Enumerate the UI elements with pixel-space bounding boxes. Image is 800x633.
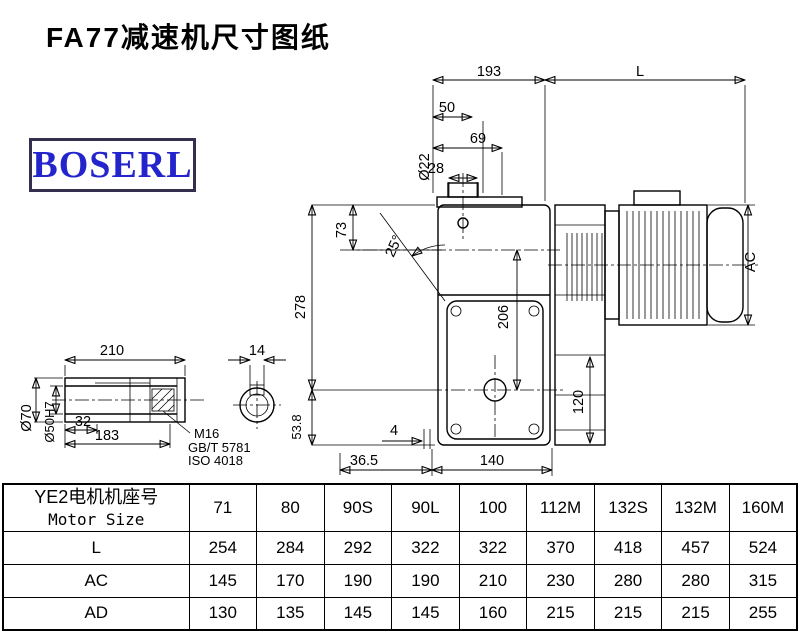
header-cn: YE2电机机座号	[34, 487, 159, 508]
size-col-112m: 112M	[526, 483, 595, 532]
front-view	[340, 173, 566, 446]
row-label-L: L	[2, 530, 190, 565]
table-cell: 170	[256, 563, 325, 598]
dim-label-210: 210	[100, 343, 124, 359]
dimension-lines	[36, 80, 748, 470]
technical-drawing: 193 L 50 69 Ø22 28 73 25° 278 53.8 206 A…	[19, 64, 759, 476]
header-en: Motor Size	[48, 509, 145, 529]
terminal-box	[633, 190, 681, 206]
header-motor-size: YE2电机机座号 Motor Size	[2, 483, 190, 532]
dim-label-50: 50	[439, 100, 455, 116]
side-view-motor	[548, 190, 758, 446]
standard-gb-label: GB/T 5781	[188, 440, 251, 455]
table-cell: 284	[256, 530, 325, 565]
table-cell: 190	[391, 563, 460, 598]
table-cell: 255	[728, 596, 798, 631]
table-cell: 524	[728, 530, 798, 565]
table-cell: 160	[458, 596, 528, 631]
size-col-132s: 132S	[593, 483, 663, 532]
table-cell: 230	[526, 563, 595, 598]
boserl-logo: BOSERL	[29, 138, 196, 192]
dim-label-36-5: 36.5	[350, 453, 378, 469]
table-cell: 280	[593, 563, 663, 598]
table-cell: 145	[391, 596, 460, 631]
dimension-labels: 193 L 50 69 Ø22 28 73 25° 278 53.8 206 A…	[19, 64, 759, 469]
table-cell: 292	[323, 530, 393, 565]
dim-label-28: 28	[428, 161, 444, 177]
extension-lines	[34, 85, 755, 476]
input-flange	[436, 196, 523, 208]
dim-label-dia70: Ø70	[19, 404, 35, 431]
table-cell: 370	[526, 530, 595, 565]
dim-label-73: 73	[334, 222, 350, 238]
size-col-90s: 90S	[323, 483, 393, 532]
size-col-132m: 132M	[661, 483, 730, 532]
row-label-AD: AD	[2, 596, 190, 631]
size-col-90l: 90L	[391, 483, 460, 532]
table-cell: 215	[526, 596, 595, 631]
dim-label-32: 32	[75, 414, 91, 430]
dim-label-4: 4	[390, 423, 398, 439]
logo-text: BOSERL	[32, 144, 193, 186]
table-cell: 190	[323, 563, 393, 598]
table-cell: 280	[661, 563, 730, 598]
table-cell: 145	[188, 563, 258, 598]
table-cell: 130	[188, 596, 258, 631]
size-col-100: 100	[458, 483, 528, 532]
table-cell: 215	[593, 596, 663, 631]
shaft-detail	[52, 377, 281, 434]
table-row-L: L 254 284 292 322 322 370 418 457 524	[2, 530, 798, 565]
table-cell: 215	[661, 596, 730, 631]
size-col-80: 80	[256, 483, 325, 532]
thread-label: M16	[194, 426, 219, 441]
table-row-AD: AD 130 135 145 145 160 215 215 215 255	[2, 596, 798, 631]
page-title: FA77减速机尺寸图纸	[46, 22, 331, 53]
dim-label-AC: AC	[743, 252, 759, 272]
size-col-71: 71	[188, 483, 258, 532]
table-row-AC: AC 145 170 190 190 210 230 280 280 315	[2, 563, 798, 598]
gearcase-side	[554, 204, 606, 446]
table-cell: 322	[391, 530, 460, 565]
motor-size-table: YE2电机机座号 Motor Size 71 80 90S 90L 100 11…	[2, 483, 798, 631]
table-cell: 457	[661, 530, 730, 565]
size-col-160m: 160M	[728, 483, 798, 532]
dim-label-193: 193	[477, 64, 501, 80]
dim-label-dia22: Ø22	[417, 153, 433, 180]
dim-label-183: 183	[95, 428, 119, 444]
tilt-line	[379, 212, 446, 302]
table-cell: 145	[323, 596, 393, 631]
table-cell: 210	[458, 563, 528, 598]
table-header-row: YE2电机机座号 Motor Size 71 80 90S 90L 100 11…	[2, 483, 798, 532]
dim-label-14: 14	[249, 343, 265, 359]
dim-label-69: 69	[470, 131, 486, 147]
dim-label-206: 206	[496, 305, 512, 329]
angle-arc	[412, 244, 446, 256]
table-cell: 315	[728, 563, 798, 598]
dim-label-53-8: 53.8	[289, 414, 304, 439]
housing-outline	[437, 204, 551, 446]
dim-label-L: L	[636, 64, 644, 80]
dim-label-140: 140	[480, 453, 504, 469]
table-cell: 418	[593, 530, 663, 565]
stator-lines	[566, 233, 603, 301]
dim-label-278: 278	[293, 295, 309, 319]
table-cell: 322	[458, 530, 528, 565]
dim-label-25deg: 25°	[382, 233, 406, 260]
hatch-lines	[151, 388, 175, 412]
table-cell: 135	[256, 596, 325, 631]
cover-plate	[446, 300, 544, 440]
standard-iso-label: ISO 4018	[188, 453, 243, 468]
dim-label-dia50h7: Ø50H7	[42, 401, 57, 442]
dim-label-120: 120	[571, 390, 587, 414]
table-cell: 254	[188, 530, 258, 565]
row-label-AC: AC	[2, 563, 190, 598]
leader-line	[162, 410, 191, 434]
